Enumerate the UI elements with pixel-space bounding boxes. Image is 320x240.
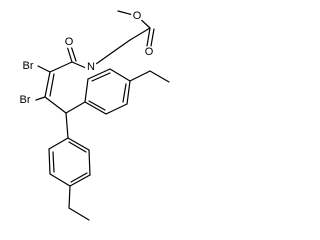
- bromine-alpha-label: Br: [23, 60, 34, 72]
- bromine-beta-label: Br: [20, 94, 31, 106]
- amide-nitrogen-label: N: [87, 61, 95, 73]
- amide-carbonyl-oxygen-label: O: [65, 36, 74, 48]
- bond-lines: [35, 10, 170, 221]
- ester-carbonyl-oxygen-label: O: [145, 46, 154, 58]
- atom-labels: O O O N Br Br: [16, 10, 155, 107]
- chemical-structure: O O O N Br Br: [16, 10, 170, 221]
- ester-ether-oxygen-label: O: [133, 10, 142, 22]
